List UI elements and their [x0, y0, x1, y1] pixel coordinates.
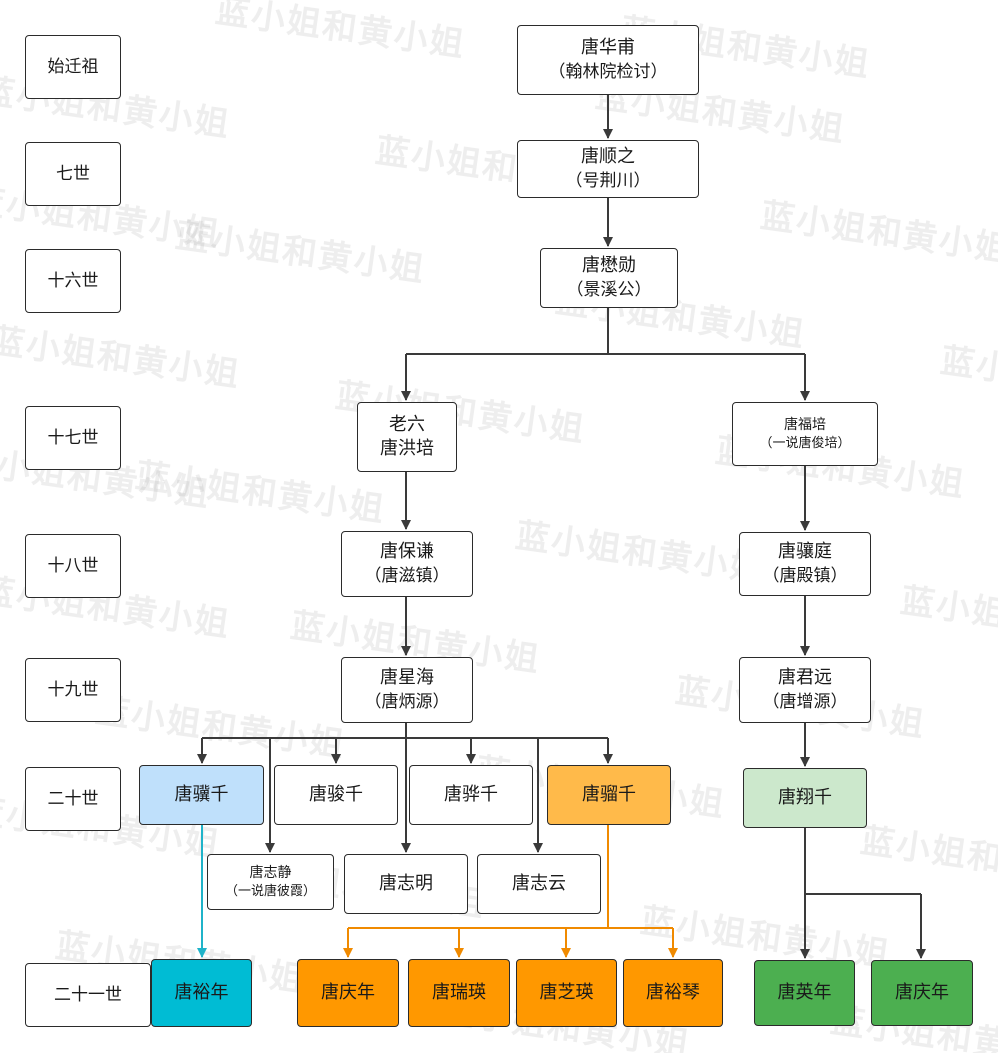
- generation-label: 始迁祖: [25, 35, 121, 99]
- person-tang-shunzhi: 唐顺之 （号荆川）: [517, 140, 699, 198]
- person-tang-ruiying: 唐瑞瑛: [408, 959, 510, 1027]
- link-liuqian-bus: [348, 825, 673, 929]
- generation-label: 二十世: [25, 767, 121, 831]
- person-tang-jiqian: 唐骥千: [139, 765, 264, 825]
- generation-label: 十九世: [25, 658, 121, 722]
- person-tang-zhijing: 唐志静 （一说唐彼霞）: [207, 854, 334, 910]
- generation-label: 七世: [25, 142, 121, 206]
- person-tang-liuqian: 唐骝千: [547, 765, 671, 825]
- generation-label: 十六世: [25, 249, 121, 313]
- person-tang-hongpei: 老六 唐洪培: [357, 402, 457, 472]
- person-tang-zhiyun: 唐志云: [477, 854, 601, 914]
- person-tang-zhiying: 唐芝瑛: [516, 959, 617, 1027]
- link-maoxun-split: [406, 308, 805, 355]
- person-tang-yuqin: 唐裕琴: [623, 959, 723, 1027]
- person-tang-xiangting: 唐骧庭 （唐殿镇）: [739, 532, 871, 596]
- person-tang-yingnian: 唐英年: [754, 960, 855, 1026]
- person-tang-zhiming: 唐志明: [344, 854, 468, 914]
- person-tang-fupei: 唐福培 （一说唐俊培）: [732, 402, 878, 466]
- person-tang-yunian: 唐裕年: [151, 959, 252, 1027]
- generation-label: 十七世: [25, 406, 121, 470]
- person-tang-junqian: 唐骏千: [274, 765, 398, 825]
- person-tang-qingnian-2: 唐庆年: [871, 960, 973, 1026]
- person-tang-huaqian: 唐骅千: [409, 765, 533, 825]
- link-xiangqian-bus: [804, 828, 921, 895]
- generation-label: 二十一世: [25, 963, 151, 1027]
- person-tang-maoxun: 唐懋勋 （景溪公）: [540, 248, 678, 308]
- person-tang-xiangqian: 唐翔千: [743, 768, 867, 828]
- generation-label: 十八世: [25, 534, 121, 598]
- person-tang-baoqian: 唐保谦 （唐滋镇）: [341, 531, 473, 597]
- person-tang-huafu: 唐华甫 （翰林院检讨）: [517, 25, 699, 95]
- person-tang-qingnian: 唐庆年: [297, 959, 399, 1027]
- person-tang-xinghai: 唐星海 （唐炳源）: [341, 657, 473, 723]
- link-xinghai-bus: [202, 723, 608, 739]
- person-tang-junyuan: 唐君远 （唐增源）: [739, 657, 871, 723]
